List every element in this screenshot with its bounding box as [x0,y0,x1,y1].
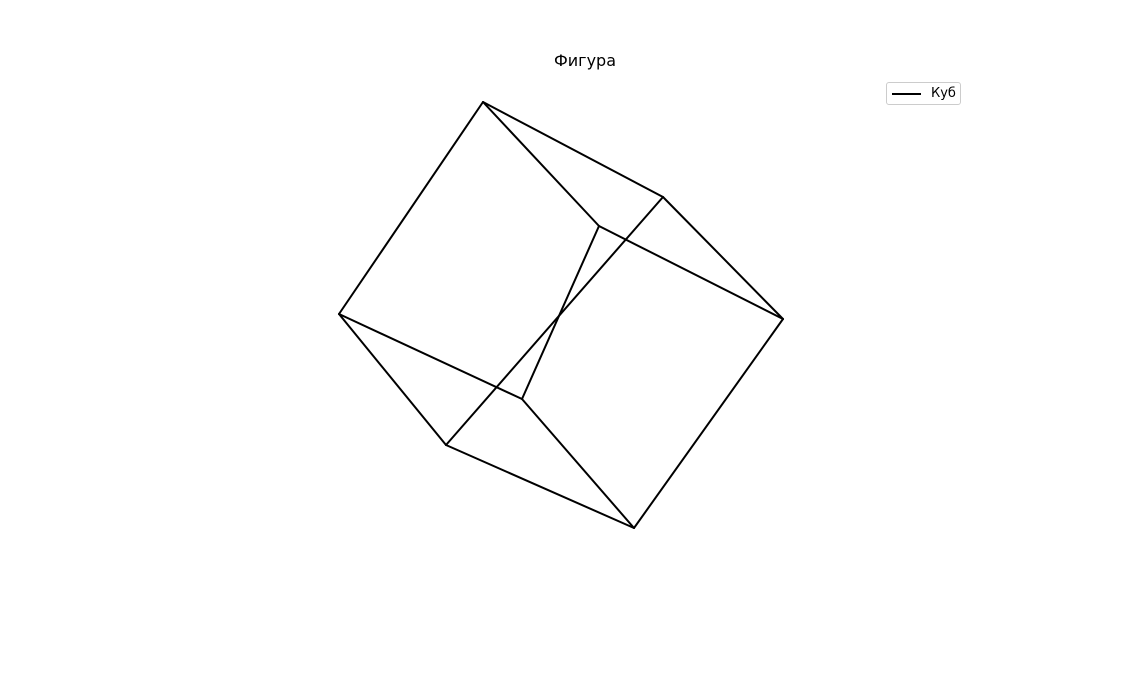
cube-wireframe [338,101,784,529]
legend-swatch-cube [892,93,921,95]
cube-edge-10 [521,398,635,529]
cube-edge-4 [662,196,784,320]
cube-edge-7 [521,225,600,400]
cube-edge-2 [482,101,600,227]
legend: Куб [886,82,961,105]
cube-edge-9 [338,313,447,446]
cube-edge-12 [445,444,635,529]
cube-edge-8 [338,313,523,400]
cube-edge-3 [338,101,484,315]
cube-edge-1 [482,101,664,198]
cube-edge-11 [633,318,784,529]
cube-edge-5 [445,196,664,446]
figure-title: Фигура [553,51,616,70]
cube-edge-6 [598,225,784,320]
legend-label-cube: Куб [931,86,956,101]
